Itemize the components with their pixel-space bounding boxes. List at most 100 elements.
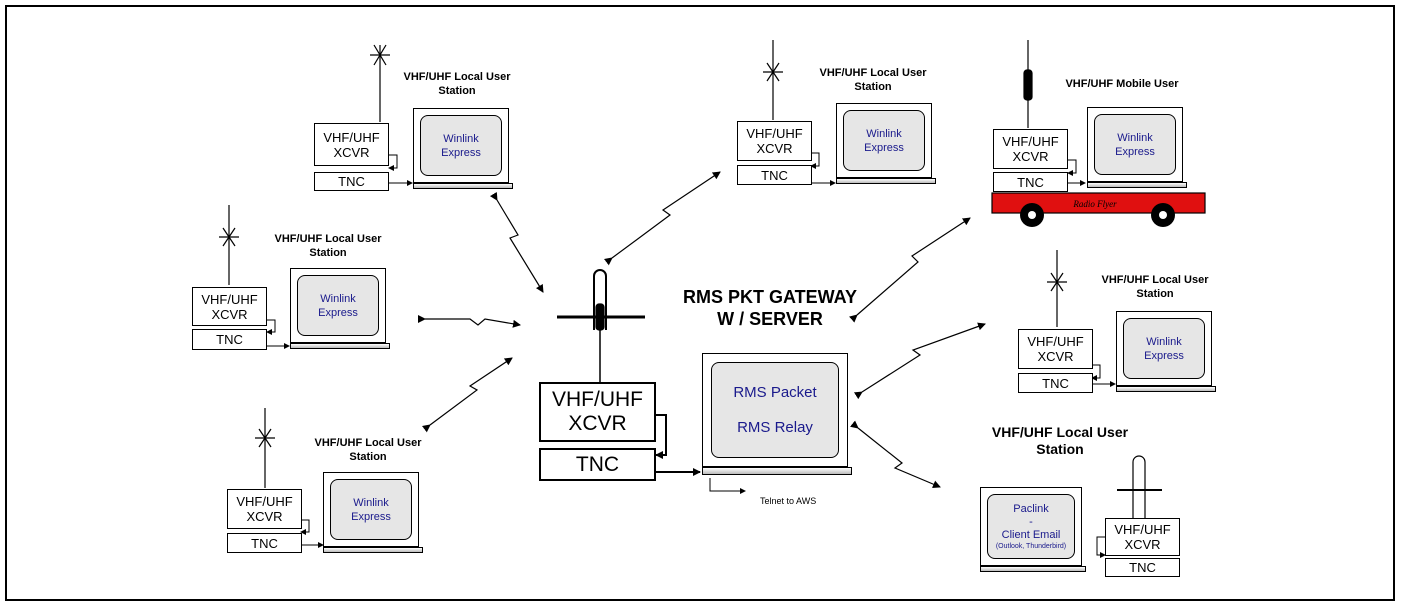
antenna-icon — [255, 408, 275, 488]
xcvr-box: VHF/UHF XCVR — [192, 287, 267, 326]
station-label: VHF/UHF Local User Station — [263, 232, 393, 260]
screen-text: Winlink — [320, 292, 356, 305]
gateway-xcvr-box: VHF/UHF XCVR — [539, 382, 656, 442]
label-line: Station — [1036, 441, 1084, 457]
station-label: VHF/UHF Local User Station — [303, 436, 433, 464]
monitor-screen: Paclink - Client Email (Outlook, Thunder… — [987, 494, 1075, 559]
tnc-box: TNC — [314, 172, 389, 191]
computer-monitor: Winlink Express — [413, 108, 509, 183]
xcvr-box: VHF/UHF XCVR — [1018, 329, 1093, 369]
label-line: VHF/UHF Local User — [403, 71, 511, 83]
monitor-base — [980, 566, 1086, 572]
title-line: RMS PKT GATEWAY — [682, 287, 857, 307]
computer-monitor: Winlink Express — [290, 268, 386, 343]
tnc-label: TNC — [338, 174, 365, 189]
station-connectors — [266, 152, 1116, 558]
monitor-screen: Winlink Express — [330, 479, 412, 540]
tnc-label: TNC — [1129, 560, 1156, 575]
mobile-antenna-icon — [1023, 40, 1033, 128]
xcvr-box: VHF/UHF XCVR — [993, 129, 1068, 169]
screen-text: - — [1029, 515, 1033, 528]
xcvr-box: VHF/UHF XCVR — [227, 489, 302, 529]
computer-monitor: Paclink - Client Email (Outlook, Thunder… — [980, 487, 1082, 566]
screen-text: Paclink — [1013, 502, 1049, 515]
xcvr-label: XCVR — [568, 412, 627, 435]
tnc-box: TNC — [993, 172, 1068, 192]
screen-text: Express — [318, 306, 358, 319]
screen-text: (Outlook, Thunderbird) — [995, 542, 1067, 550]
monitor-screen: Winlink Express — [843, 110, 925, 171]
monitor-base — [413, 183, 513, 189]
label-line: VHF/UHF Mobile User — [1065, 78, 1179, 90]
computer-monitor: Winlink Express — [323, 472, 419, 547]
tnc-label: TNC — [251, 535, 278, 551]
wagon-bed — [991, 192, 1206, 214]
screen-text: Express — [864, 141, 904, 154]
label-line: VHF/UHF Local User — [819, 67, 927, 79]
screen-text: Client Email — [1001, 528, 1061, 541]
screen-text: Winlink — [1117, 131, 1153, 144]
label-line: Station — [854, 81, 892, 93]
screen-text: Express — [1144, 349, 1184, 362]
xcvr-label: XCVR — [1037, 349, 1074, 364]
gateway-title: RMS PKT GATEWAY W / SERVER — [655, 286, 885, 330]
tnc-box: TNC — [227, 533, 302, 553]
gateway-antenna-icon — [557, 269, 645, 382]
screen-text: Express — [1115, 145, 1155, 158]
telnet-label: Telnet to AWS — [760, 496, 817, 506]
xcvr-box: VHF/UHF XCVR — [1105, 518, 1180, 556]
monitor-screen: Winlink Express — [420, 115, 502, 176]
xcvr-label: XCVR — [333, 144, 370, 160]
label-line: Station — [438, 85, 476, 97]
station-label: VHF/UHF Local User Station — [1090, 273, 1220, 301]
wagon-text: Radio Flyer — [1072, 199, 1117, 209]
tnc-box: TNC — [1105, 558, 1180, 577]
xcvr-box: VHF/UHF XCVR — [314, 123, 389, 166]
screen-text: Express — [351, 510, 391, 523]
gateway-connectors — [649, 414, 746, 494]
screen-text: Winlink — [866, 127, 902, 140]
xcvr-label: XCVR — [211, 306, 248, 322]
monitor-screen: Winlink Express — [1123, 318, 1205, 379]
monitor-base — [836, 178, 936, 184]
antenna-icon — [219, 205, 239, 285]
gateway-tnc-box: TNC — [539, 448, 656, 481]
xcvr-label: VHF/UHF — [1027, 334, 1084, 349]
screen-text: RMS Relay — [737, 419, 813, 436]
screen-text: Winlink — [353, 496, 389, 509]
tnc-label: TNC — [761, 167, 788, 183]
label-line: VHF/UHF Local User — [1101, 274, 1209, 286]
monitor-screen: Winlink Express — [1094, 114, 1176, 175]
title-line: W / SERVER — [717, 309, 823, 329]
loop-antenna-icon — [1117, 455, 1162, 518]
label-line: VHF/UHF Local User — [274, 233, 382, 245]
screen-text: Express — [441, 146, 481, 159]
antenna-icon — [1047, 250, 1067, 327]
tnc-box: TNC — [737, 165, 812, 185]
tnc-label: TNC — [1042, 375, 1069, 391]
xcvr-label: VHF/UHF — [746, 126, 803, 141]
xcvr-label: VHF/UHF — [236, 494, 293, 509]
computer-monitor: Winlink Express — [836, 103, 932, 178]
station-label: VHF/UHF Local User Station — [808, 66, 938, 94]
label-line: Station — [309, 247, 347, 259]
xcvr-label: XCVR — [246, 509, 283, 524]
xcvr-label: VHF/UHF — [552, 388, 643, 411]
xcvr-label: XCVR — [756, 141, 793, 156]
antenna-icon — [370, 44, 390, 122]
xcvr-label: VHF/UHF — [1114, 522, 1171, 537]
monitor-screen: RMS Packet RMS Relay — [711, 362, 839, 458]
computer-monitor: Winlink Express — [1116, 311, 1212, 386]
diagram-frame — [5, 5, 1395, 601]
label-line: Station — [349, 451, 387, 463]
monitor-base — [1116, 386, 1216, 392]
xcvr-label: XCVR — [1012, 149, 1049, 164]
mobile-station-label: VHF/UHF Mobile User — [1052, 77, 1192, 91]
station-label: VHF/UHF Local User Station — [970, 424, 1150, 458]
monitor-base — [702, 467, 852, 475]
xcvr-box: VHF/UHF XCVR — [737, 121, 812, 161]
screen-text: Winlink — [443, 132, 479, 145]
gateway-server-monitor: RMS Packet RMS Relay — [702, 353, 848, 467]
tnc-box: TNC — [1018, 373, 1093, 393]
monitor-base — [1087, 182, 1187, 188]
